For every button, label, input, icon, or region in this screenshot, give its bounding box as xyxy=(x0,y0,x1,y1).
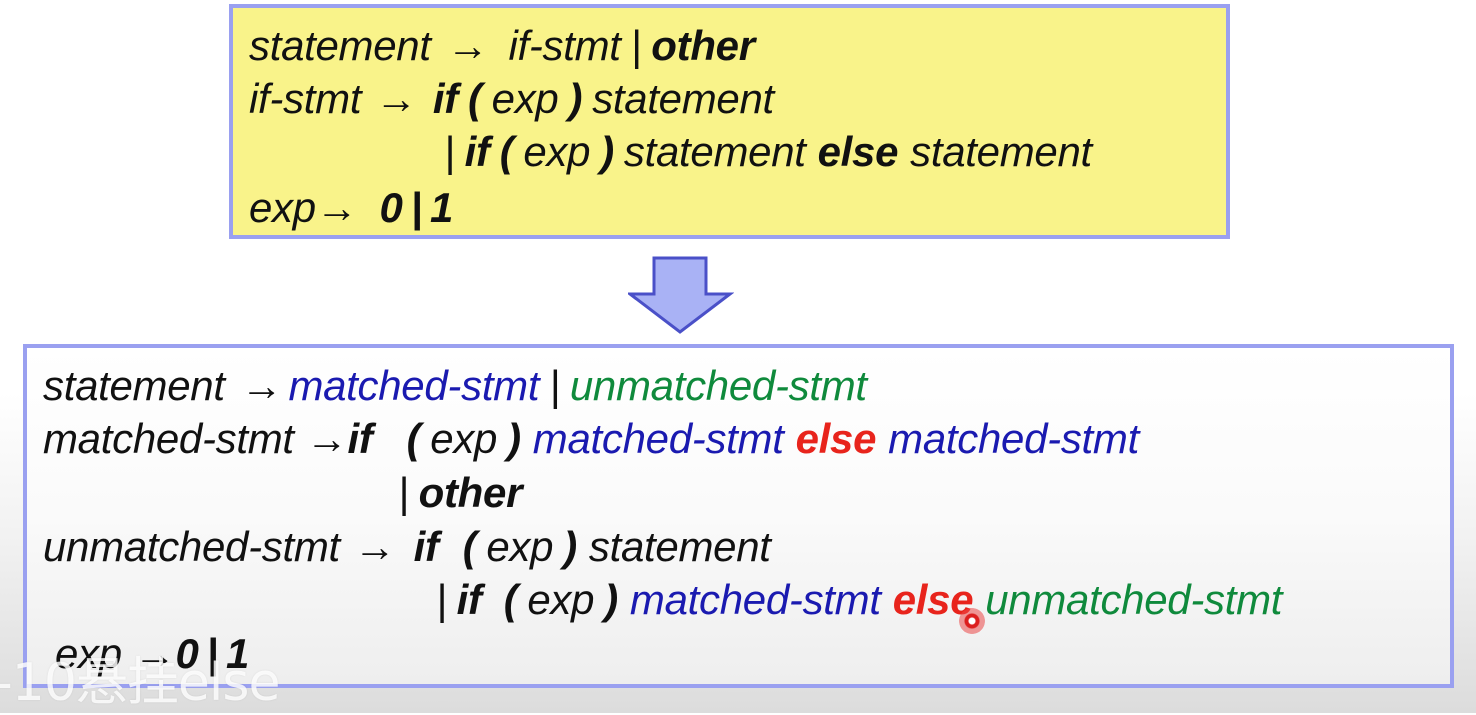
nonterminal: exp xyxy=(527,576,595,623)
arrow-symbol: → xyxy=(305,415,348,462)
arrow-symbol: → xyxy=(133,630,176,677)
nonterminal: unmatched-stmt xyxy=(43,523,340,570)
terminal-one: 1 xyxy=(430,184,454,231)
original-grammar-box: statement→if-stmt|other if-stmt→if(exp)s… xyxy=(229,4,1230,239)
left-paren: ( xyxy=(406,415,421,462)
rewritten-grammar-box: statement→matched-stmt|unmatched-stmt ma… xyxy=(23,344,1454,688)
nonterminal: statement xyxy=(910,128,1092,175)
alternative-bar: | xyxy=(398,469,409,516)
matched-stmt-term: matched-stmt xyxy=(888,415,1139,462)
grammar-rule-exp: exp→0|1 xyxy=(55,630,249,678)
down-arrow-icon xyxy=(628,256,734,334)
nonterminal: statement xyxy=(623,128,806,175)
right-paren: ) xyxy=(563,523,577,570)
nonterminal: statement xyxy=(43,362,225,409)
nonterminal: exp xyxy=(486,523,554,570)
left-paren: ( xyxy=(499,128,514,175)
keyword-if: if xyxy=(456,576,482,623)
grammar-rule-unmatched-stmt: unmatched-stmt → if (exp)statement xyxy=(43,523,771,571)
arrow-symbol: → xyxy=(353,523,396,570)
right-paren: ) xyxy=(600,128,614,175)
left-paren: ( xyxy=(467,75,482,122)
terminal-one: 1 xyxy=(226,630,250,677)
grammar-rule-statement: statement → if-stmt|other xyxy=(249,22,755,70)
terminal-zero: 0 xyxy=(175,630,199,677)
grammar-rule-exp: exp→ 0|1 xyxy=(249,184,453,232)
nonterminal: statement xyxy=(249,22,431,69)
nonterminal: exp xyxy=(249,184,316,231)
keyword-if: if xyxy=(464,128,490,175)
alternative-bar: | xyxy=(630,22,642,69)
nonterminal: matched-stmt xyxy=(43,415,294,462)
nonterminal: exp xyxy=(430,415,498,462)
grammar-rule-matched-other-alt: |other xyxy=(398,469,522,517)
left-paren: ( xyxy=(462,523,477,570)
matched-stmt-term: matched-stmt xyxy=(532,415,784,462)
nonterminal: if-stmt xyxy=(249,75,362,122)
keyword-else: else xyxy=(817,128,899,175)
nonterminal: exp xyxy=(491,75,559,122)
keyword-if: if xyxy=(413,523,439,570)
matched-stmt-term: matched-stmt xyxy=(629,576,881,623)
arrow-symbol: → xyxy=(446,22,489,69)
alternative-bar: | xyxy=(436,576,447,623)
nonterminal: exp xyxy=(523,128,591,175)
terminal-other: other xyxy=(418,469,523,516)
nonterminal: statement xyxy=(588,523,771,570)
matched-stmt-term: matched-stmt xyxy=(288,362,540,409)
terminal-other: other xyxy=(651,22,755,69)
arrow-symbol: → xyxy=(315,184,358,231)
terminal-zero: 0 xyxy=(379,184,403,231)
video-title-watermark: -10悬挂else xyxy=(0,653,280,713)
arrow-symbol: → xyxy=(375,75,417,122)
right-paren: ) xyxy=(507,415,521,462)
unmatched-stmt-term: unmatched-stmt xyxy=(569,362,867,409)
unmatched-stmt-term: unmatched-stmt xyxy=(985,576,1283,623)
alternative-bar: | xyxy=(410,184,423,231)
nonterminal: exp xyxy=(55,630,122,677)
arrow-symbol: → xyxy=(240,362,283,409)
grammar-rule-statement: statement →matched-stmt|unmatched-stmt xyxy=(43,362,867,410)
alternative-bar: | xyxy=(206,630,219,677)
left-paren: ( xyxy=(503,576,518,623)
right-paren: ) xyxy=(568,75,583,122)
nonterminal: if-stmt xyxy=(508,22,621,69)
nonterminal: statement xyxy=(592,75,774,122)
keyword-if: if xyxy=(347,415,373,462)
right-paren: ) xyxy=(604,576,618,623)
cursor-indicator-icon xyxy=(959,608,985,634)
alternative-bar: | xyxy=(549,362,560,409)
alternative-bar: | xyxy=(444,128,455,175)
grammar-rule-if-stmt: if-stmt → if(exp)statement xyxy=(249,75,774,123)
keyword-if: if xyxy=(432,75,458,122)
keyword-else: else xyxy=(795,415,877,462)
